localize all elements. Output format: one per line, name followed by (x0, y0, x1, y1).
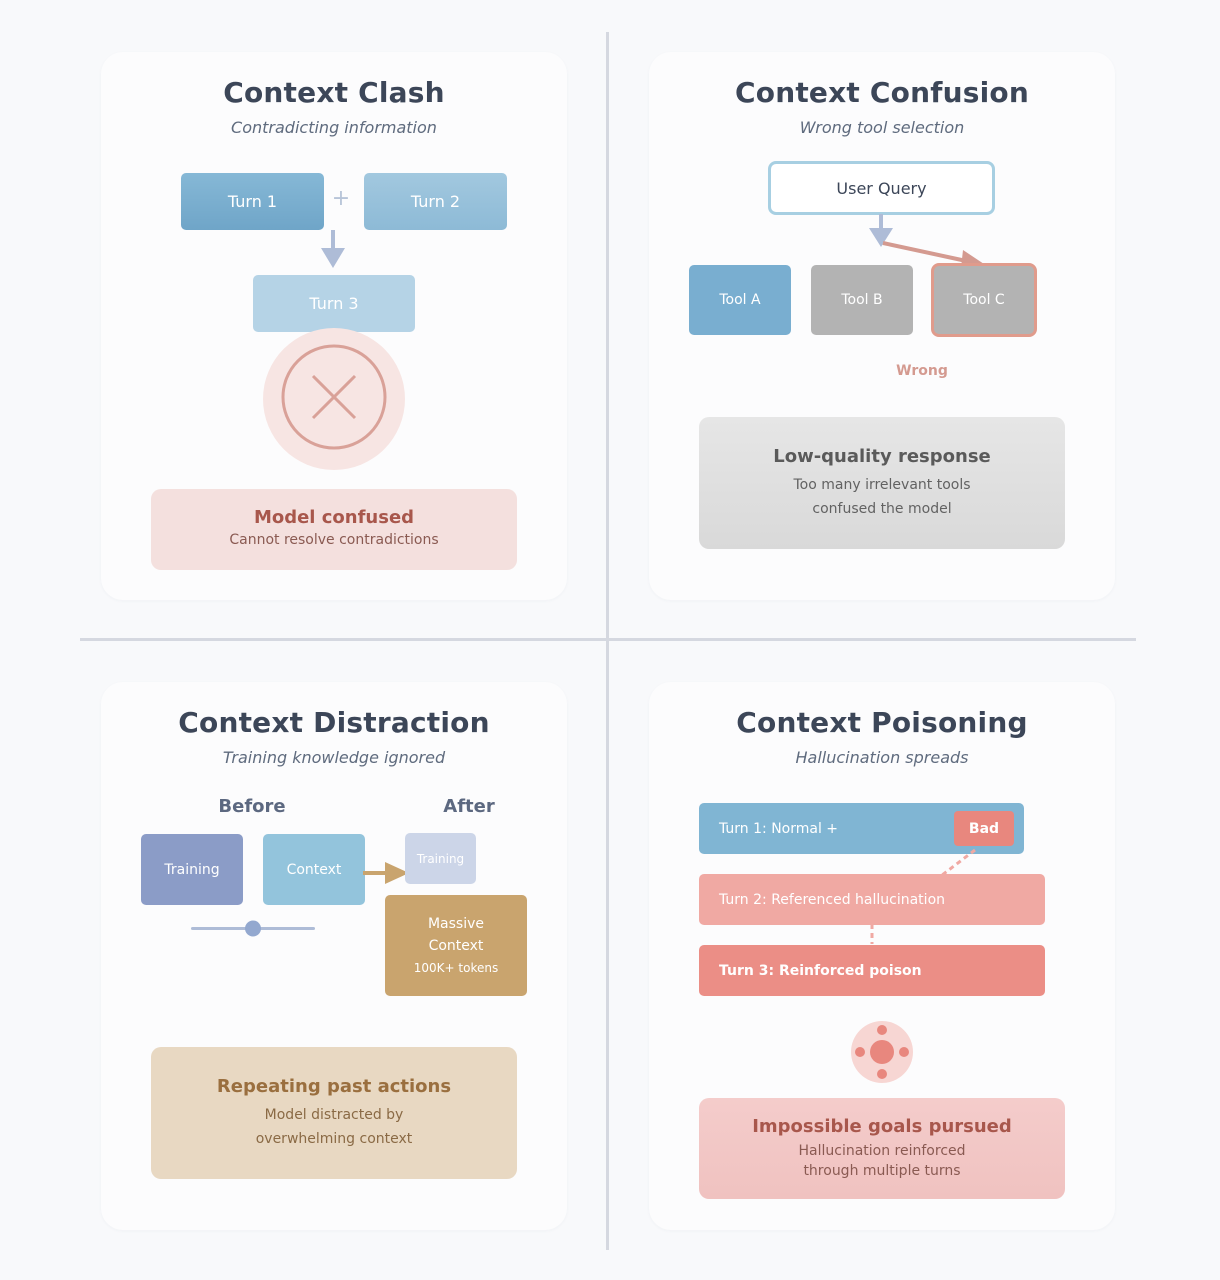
turn-2-label: Turn 2: Referenced hallucination (719, 891, 946, 908)
panel-title: Context Distraction (178, 706, 490, 739)
low-quality-note: Low-quality response Too many irrelevant… (699, 417, 1065, 549)
tool-a-box: Tool A (689, 265, 791, 335)
vertical-divider (606, 32, 609, 1250)
contamination-lines (870, 848, 976, 944)
panel-title: Context Poisoning (736, 706, 1028, 739)
wrong-label: Wrong (896, 363, 948, 379)
note-text: Cannot resolve contradictions (229, 532, 439, 548)
panel-subtitle: Training knowledge ignored (222, 748, 446, 767)
massive-line-1: Massive (427, 915, 485, 932)
after-label: After (443, 796, 495, 817)
turn-3-bar: Turn 3: Reinforced poison (699, 945, 1045, 996)
repeating-actions-note: Repeating past actions Model distracted … (151, 1047, 517, 1179)
massive-line-2: Context (428, 937, 484, 954)
context-confusion-panel: Context Confusion Wrong tool selection U… (649, 52, 1115, 600)
turn-1-label: Turn 1: Normal + (719, 820, 839, 837)
note-text-1: Model distracted by (264, 1106, 404, 1123)
down-arrow-icon (321, 230, 345, 268)
massive-context-box: Massive Context 100K+ tokens (385, 895, 527, 996)
note-text-1: Too many irrelevant tools (793, 476, 971, 493)
impossible-goals-note: Impossible goals pursued Hallucination r… (699, 1098, 1065, 1199)
panel-title: Context Confusion (735, 76, 1029, 109)
poison-spread-icon (851, 1021, 913, 1083)
note-text-2: confused the model (812, 500, 952, 517)
note-title: Repeating past actions (216, 1075, 452, 1097)
tool-c-box: Tool C (931, 263, 1037, 337)
note-title: Impossible goals pursued (752, 1116, 1012, 1137)
turn-3-box: Turn 3 (253, 275, 415, 332)
note-text-2: overwhelming context (255, 1130, 413, 1147)
user-query-box: User Query (768, 161, 995, 215)
model-confused-note: Model confused Cannot resolve contradict… (151, 489, 517, 570)
note-title: Model confused (253, 507, 415, 528)
turn-2-box: Turn 2 (364, 173, 507, 230)
panel-subtitle: Wrong tool selection (799, 118, 965, 137)
context-poisoning-panel: Context Poisoning Hallucination spreads … (649, 682, 1115, 1230)
training-small-box: Training (405, 833, 476, 884)
context-box: Context (263, 834, 365, 905)
massive-tokens: 100K+ tokens (413, 960, 499, 975)
training-box: Training (141, 834, 243, 905)
context-distraction-panel: Context Distraction Training knowledge i… (101, 682, 567, 1230)
turn-2-bar: Turn 2: Referenced hallucination (699, 874, 1045, 925)
plus-sign: + (331, 186, 351, 211)
note-title: Low-quality response (773, 445, 991, 467)
balance-slider-icon (191, 920, 315, 937)
turn-1-box: Turn 1 (181, 173, 324, 230)
horizontal-divider (80, 638, 1136, 641)
bad-badge: Bad (954, 811, 1014, 846)
panel-title: Context Clash (223, 76, 445, 109)
tool-b-box: Tool B (811, 265, 913, 335)
error-x-icon (263, 328, 405, 470)
context-clash-panel: Context Clash Contradicting information … (101, 52, 567, 600)
note-text-2: through multiple turns (803, 1163, 961, 1179)
before-label: Before (218, 796, 286, 817)
turn-3-label: Turn 3: Reinforced poison (719, 962, 922, 979)
panel-subtitle: Hallucination spreads (795, 748, 969, 767)
note-text-1: Hallucination reinforced (798, 1143, 966, 1159)
right-arrow-icon (363, 862, 409, 884)
panel-subtitle: Contradicting information (231, 118, 437, 137)
